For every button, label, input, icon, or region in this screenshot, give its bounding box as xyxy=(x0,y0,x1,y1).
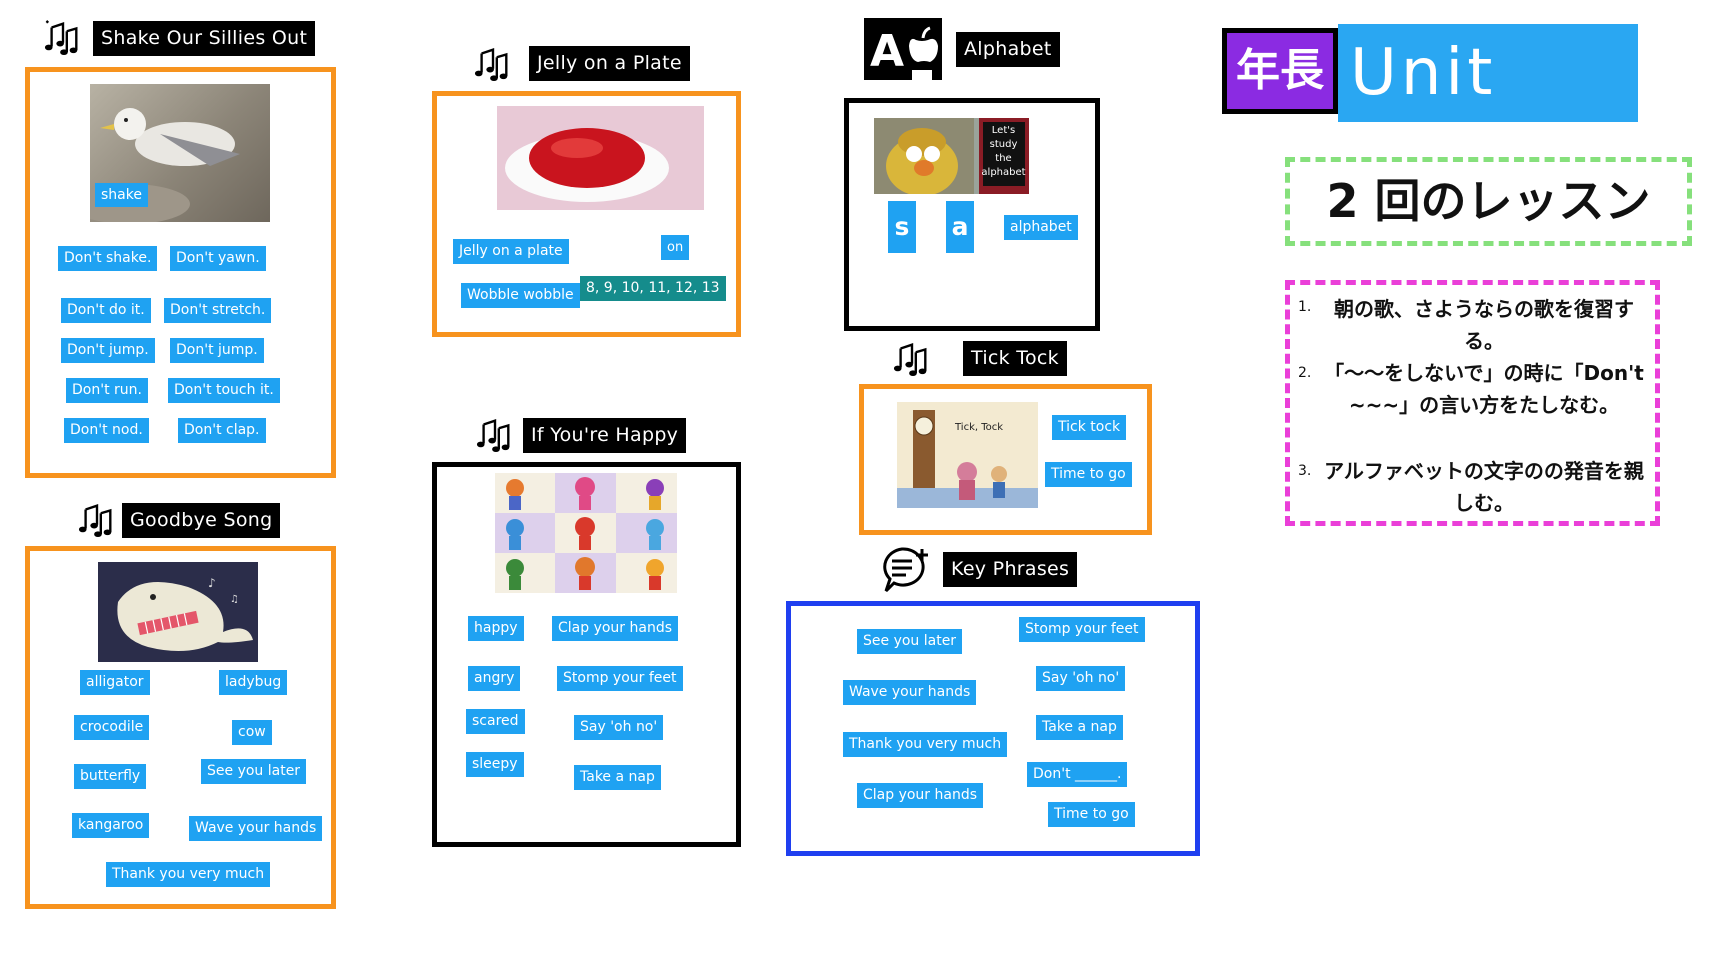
chip-take-a-nap[interactable]: Take a nap xyxy=(574,765,661,790)
chip-sleepy[interactable]: sleepy xyxy=(466,752,524,777)
chip-on[interactable]: on xyxy=(661,235,690,260)
chip-dont-nod[interactable]: Don't nod. xyxy=(64,418,149,443)
chip-happy[interactable]: happy xyxy=(468,616,524,641)
alphabet-apple-icon: A xyxy=(864,18,942,80)
happy-song-title: If You're Happy xyxy=(523,418,687,453)
goal-1-text: 朝の歌、さようならの歌を復習する。 xyxy=(1334,297,1634,353)
tick-tock-book-image[interactable] xyxy=(897,402,1038,508)
happy-song-panel xyxy=(432,462,741,847)
letter-s-card[interactable]: s xyxy=(888,201,916,253)
whale-keyboard-image[interactable]: ♪ ♫ xyxy=(98,562,258,662)
jelly-song-title: Jelly on a Plate xyxy=(529,46,690,81)
goal-number-3: 3. xyxy=(1298,463,1312,479)
tick-tock-title: Tick Tock xyxy=(963,341,1067,376)
chip-stomp-your-feet[interactable]: Stomp your feet xyxy=(557,666,683,691)
goal-number-1: 1. xyxy=(1298,299,1312,315)
chip-wobble-wobble[interactable]: Wobble wobble xyxy=(461,283,580,308)
letter-a-card[interactable]: a xyxy=(946,201,974,253)
chip-angry[interactable]: angry xyxy=(468,666,521,691)
jelly-plate-image[interactable] xyxy=(497,106,704,210)
chip-time-to-go[interactable]: Time to go xyxy=(1045,462,1132,487)
goodbye-song-panel xyxy=(25,546,336,909)
chip-dont-blank[interactable]: Don't ______. xyxy=(1027,762,1128,787)
music-notes-icon xyxy=(474,48,508,82)
chip-see-you-later[interactable]: See you later xyxy=(201,759,307,784)
goal-3-text: アルファベットの文字のの発音を親しむ。 xyxy=(1324,459,1644,515)
chip-dont-yawn[interactable]: Don't yawn. xyxy=(170,246,266,271)
chip-wave-your-hands[interactable]: Wave your hands xyxy=(843,680,977,705)
key-phrases-panel xyxy=(786,601,1200,856)
goodbye-song-title: Goodbye Song xyxy=(122,503,281,538)
music-notes-icon xyxy=(44,20,78,56)
tick-tock-panel xyxy=(859,384,1152,535)
chip-say-oh-no[interactable]: Say 'oh no' xyxy=(574,715,664,740)
alphabet-panel xyxy=(844,98,1100,331)
chip-see-you-later[interactable]: See you later xyxy=(857,629,963,654)
svg-text:A: A xyxy=(870,26,904,77)
chip-say-oh-no[interactable]: Say 'oh no' xyxy=(1036,666,1126,691)
chip-numbers[interactable]: 8, 9, 10, 11, 12, 13 xyxy=(580,276,726,301)
grade-badge: 年長 xyxy=(1222,28,1338,114)
chip-dont-stretch[interactable]: Don't stretch. xyxy=(164,298,272,323)
chip-clap-your-hands[interactable]: Clap your hands xyxy=(857,783,984,808)
chip-dont-shake[interactable]: Don't shake. xyxy=(58,246,158,271)
chip-tick-tock[interactable]: Tick tock xyxy=(1052,415,1127,440)
chip-jelly-on-a-plate[interactable]: Jelly on a plate xyxy=(453,239,569,264)
chip-time-to-go[interactable]: Time to go xyxy=(1048,802,1135,827)
svg-text:♫: ♫ xyxy=(230,594,239,605)
book-title-text: Tick, Tock xyxy=(955,422,1004,433)
speech-bubble-icon xyxy=(883,547,928,593)
chip-dont-do-it[interactable]: Don't do it. xyxy=(61,298,151,323)
unit-title: Unit One xyxy=(1338,24,1638,208)
chip-dont-run[interactable]: Don't run. xyxy=(66,378,148,403)
svg-text:♪: ♪ xyxy=(208,576,216,590)
music-notes-icon xyxy=(893,343,927,377)
shake-image-label: shake xyxy=(95,183,148,207)
key-phrases-title: Key Phrases xyxy=(943,552,1078,587)
emotions-grid-image[interactable] xyxy=(495,473,677,593)
chip-dont-jump[interactable]: Don't jump. xyxy=(61,338,155,363)
chip-clap-your-hands[interactable]: Clap your hands xyxy=(552,616,679,641)
video-caption: Let's study the alphabet xyxy=(981,125,1026,178)
alphabet-video-image[interactable] xyxy=(874,118,1029,194)
chip-thank-you-very-much[interactable]: Thank you very much xyxy=(843,732,1008,757)
music-notes-icon xyxy=(476,419,510,453)
chip-scared[interactable]: scared xyxy=(466,709,525,734)
chip-alligator[interactable]: alligator xyxy=(80,670,150,695)
chip-dont-clap[interactable]: Don't clap. xyxy=(178,418,266,443)
goal-2-text: 「～～をしないで」の時に「Don't ~~~」の言い方をたしなむ。 xyxy=(1324,361,1644,417)
chip-thank-you-very-much[interactable]: Thank you very much xyxy=(106,862,271,887)
chip-ladybug[interactable]: ladybug xyxy=(219,670,288,695)
chip-cow[interactable]: cow xyxy=(232,720,272,745)
chip-stomp-your-feet[interactable]: Stomp your feet xyxy=(1019,617,1145,642)
shake-song-title: Shake Our Sillies Out xyxy=(93,21,316,56)
shake-song-panel xyxy=(25,67,336,478)
music-notes-icon xyxy=(78,504,112,538)
goal-number-2: 2. xyxy=(1298,365,1312,381)
jelly-song-panel xyxy=(432,91,741,337)
goals-box: 1. 朝の歌、さようならの歌を復習する。 2. 「～～をしないで」の時に「Don… xyxy=(1285,280,1660,526)
chip-crocodile[interactable]: crocodile xyxy=(74,715,150,740)
alphabet-title: Alphabet xyxy=(956,32,1060,67)
chip-dont-jump-2[interactable]: Don't jump. xyxy=(170,338,264,363)
lesson-count: 2 回のレッスン xyxy=(1285,157,1692,246)
chip-kangaroo[interactable]: kangaroo xyxy=(72,813,150,838)
chip-take-a-nap[interactable]: Take a nap xyxy=(1036,715,1123,740)
chip-dont-touch-it[interactable]: Don't touch it. xyxy=(168,378,280,403)
chip-wave-your-hands[interactable]: Wave your hands xyxy=(189,816,323,841)
chip-alphabet[interactable]: alphabet xyxy=(1004,215,1078,240)
chip-butterfly[interactable]: butterfly xyxy=(74,764,147,789)
